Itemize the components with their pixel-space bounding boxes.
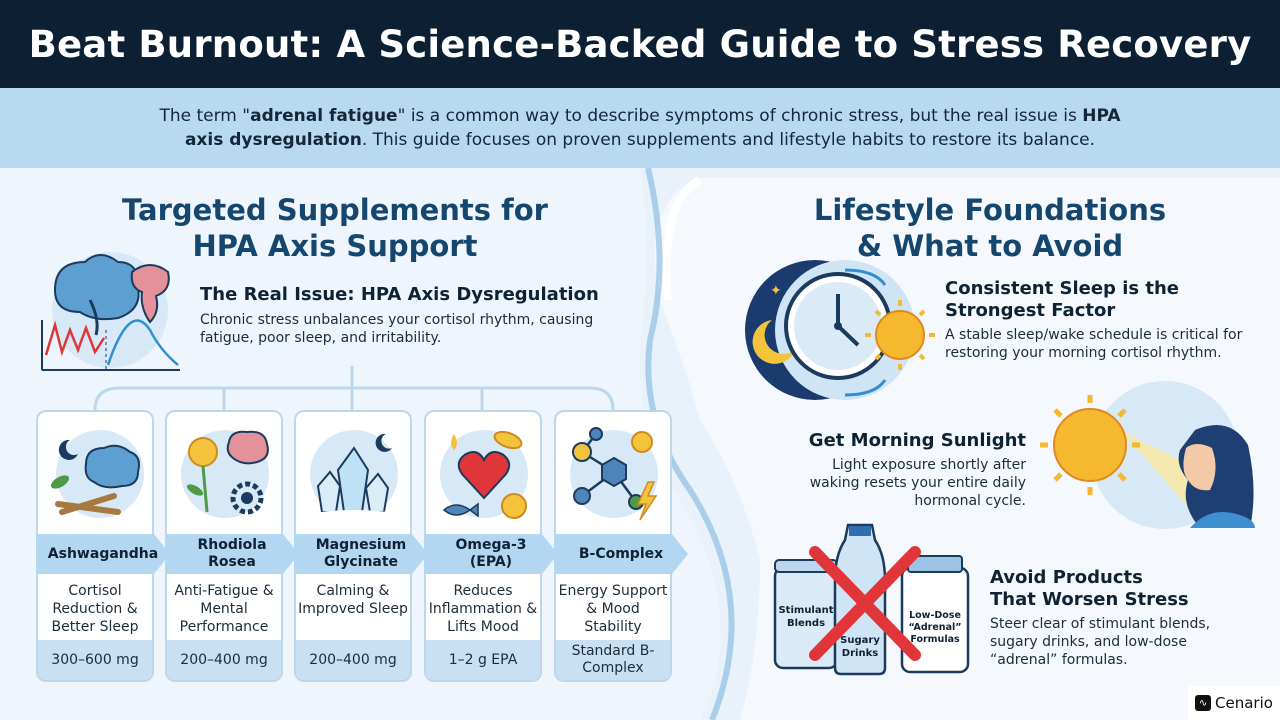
real-issue-title: The Real Issue: HPA Axis Dysregulation bbox=[200, 284, 599, 305]
can-label: Stimulant Blends bbox=[778, 605, 834, 629]
supplement-name: B-Complex bbox=[578, 545, 664, 562]
supplement-name: Omega-3 (EPA) bbox=[455, 537, 527, 570]
intro-term-hpa-axis: HPA axis dysregulation bbox=[184, 106, 1121, 150]
supplement-dose: 200–400 mg bbox=[180, 651, 268, 668]
brand-name: Cenario bbox=[1215, 694, 1273, 712]
crystal-icon bbox=[310, 430, 398, 522]
intro-text: The term "adrenal fatigue" is a common w… bbox=[159, 106, 1121, 150]
supplement-dose: Standard B-Complex bbox=[571, 643, 655, 676]
supplement-benefit: Energy Support & Mood Stability bbox=[558, 583, 668, 635]
heart-fish-icon bbox=[440, 430, 528, 519]
ashwagandha-icon bbox=[50, 430, 144, 518]
supplement-benefit: Calming & Improved Sleep bbox=[298, 583, 408, 617]
sleep-title: Consistent Sleep is the Strongest Factor bbox=[945, 278, 1179, 321]
page-header: Beat Burnout: A Science-Backed Guide to … bbox=[0, 0, 1280, 88]
supplement-benefit: Cortisol Reduction & Better Sleep bbox=[51, 583, 139, 635]
supplement-name: Magnesium Glycinate bbox=[315, 537, 407, 570]
avoid-products-icon bbox=[773, 523, 970, 676]
sunlight-face-icon bbox=[1040, 381, 1255, 529]
sunlight-desc: Light exposure shortly after waking rese… bbox=[809, 457, 1026, 509]
real-issue-desc: Chronic stress unbalances your cortisol … bbox=[200, 312, 594, 346]
connector-lines bbox=[93, 366, 615, 411]
page-title: Beat Burnout: A Science-Backed Guide to … bbox=[28, 22, 1252, 66]
intro-banner: The term "adrenal fatigue" is a common w… bbox=[0, 88, 1280, 168]
brand-badge: ∿ Cenario bbox=[1188, 686, 1280, 720]
molecule-icon bbox=[570, 427, 658, 521]
supplement-dose: 300–600 mg bbox=[51, 651, 139, 668]
jar-label: Low-Dose “Adrenal” Formulas bbox=[908, 610, 962, 645]
avoid-title: Avoid Products That Worsen Stress bbox=[990, 567, 1189, 610]
sunlight-title: Get Morning Sunlight bbox=[808, 430, 1026, 451]
brain-cortisol-icon bbox=[41, 252, 180, 371]
rhodiola-icon bbox=[181, 430, 269, 518]
supplement-card-magnesium: Magnesium Glycinate Calming & Improved S… bbox=[294, 410, 428, 682]
svg-text:✦: ✦ bbox=[770, 283, 782, 299]
lifestyle-section-title: Lifestyle Foundations & What to Avoid bbox=[813, 193, 1167, 263]
sleep-desc: A stable sleep/wake schedule is critical… bbox=[945, 327, 1243, 361]
avoid-desc: Steer clear of stimulant blends, sugary … bbox=[990, 616, 1211, 668]
supplement-benefit: Reduces Inflammation & Lifts Mood bbox=[428, 583, 538, 635]
supplement-dose: 200–400 mg bbox=[309, 651, 397, 668]
bottle-label: Sugary Drinks bbox=[840, 635, 880, 659]
supplement-card-rhodiola: Rhodiola Rosea Anti-Fatigue & Mental Per… bbox=[165, 410, 299, 682]
clock-sun-moon-icon: ✦ bbox=[745, 260, 935, 400]
supplement-card-ashwagandha: Ashwagandha Cortisol Reduction & Better … bbox=[36, 410, 170, 682]
supplement-dose: 1–2 g EPA bbox=[448, 651, 518, 668]
supplement-benefit: Anti-Fatigue & Mental Performance bbox=[174, 583, 274, 635]
pulse-icon: ∿ bbox=[1195, 695, 1212, 711]
intro-term-adrenal-fatigue: adrenal fatigue bbox=[250, 106, 398, 126]
supplement-card-b-complex: B-Complex Energy Support & Mood Stabilit… bbox=[554, 410, 688, 682]
supplements-section-title: Targeted Supplements for HPA Axis Suppor… bbox=[122, 193, 548, 263]
supplement-name: Rhodiola Rosea bbox=[197, 537, 267, 570]
supplement-card-omega3: Omega-3 (EPA) Reduces Inflammation & Lif… bbox=[424, 410, 558, 682]
supplement-name: Ashwagandha bbox=[47, 545, 159, 562]
